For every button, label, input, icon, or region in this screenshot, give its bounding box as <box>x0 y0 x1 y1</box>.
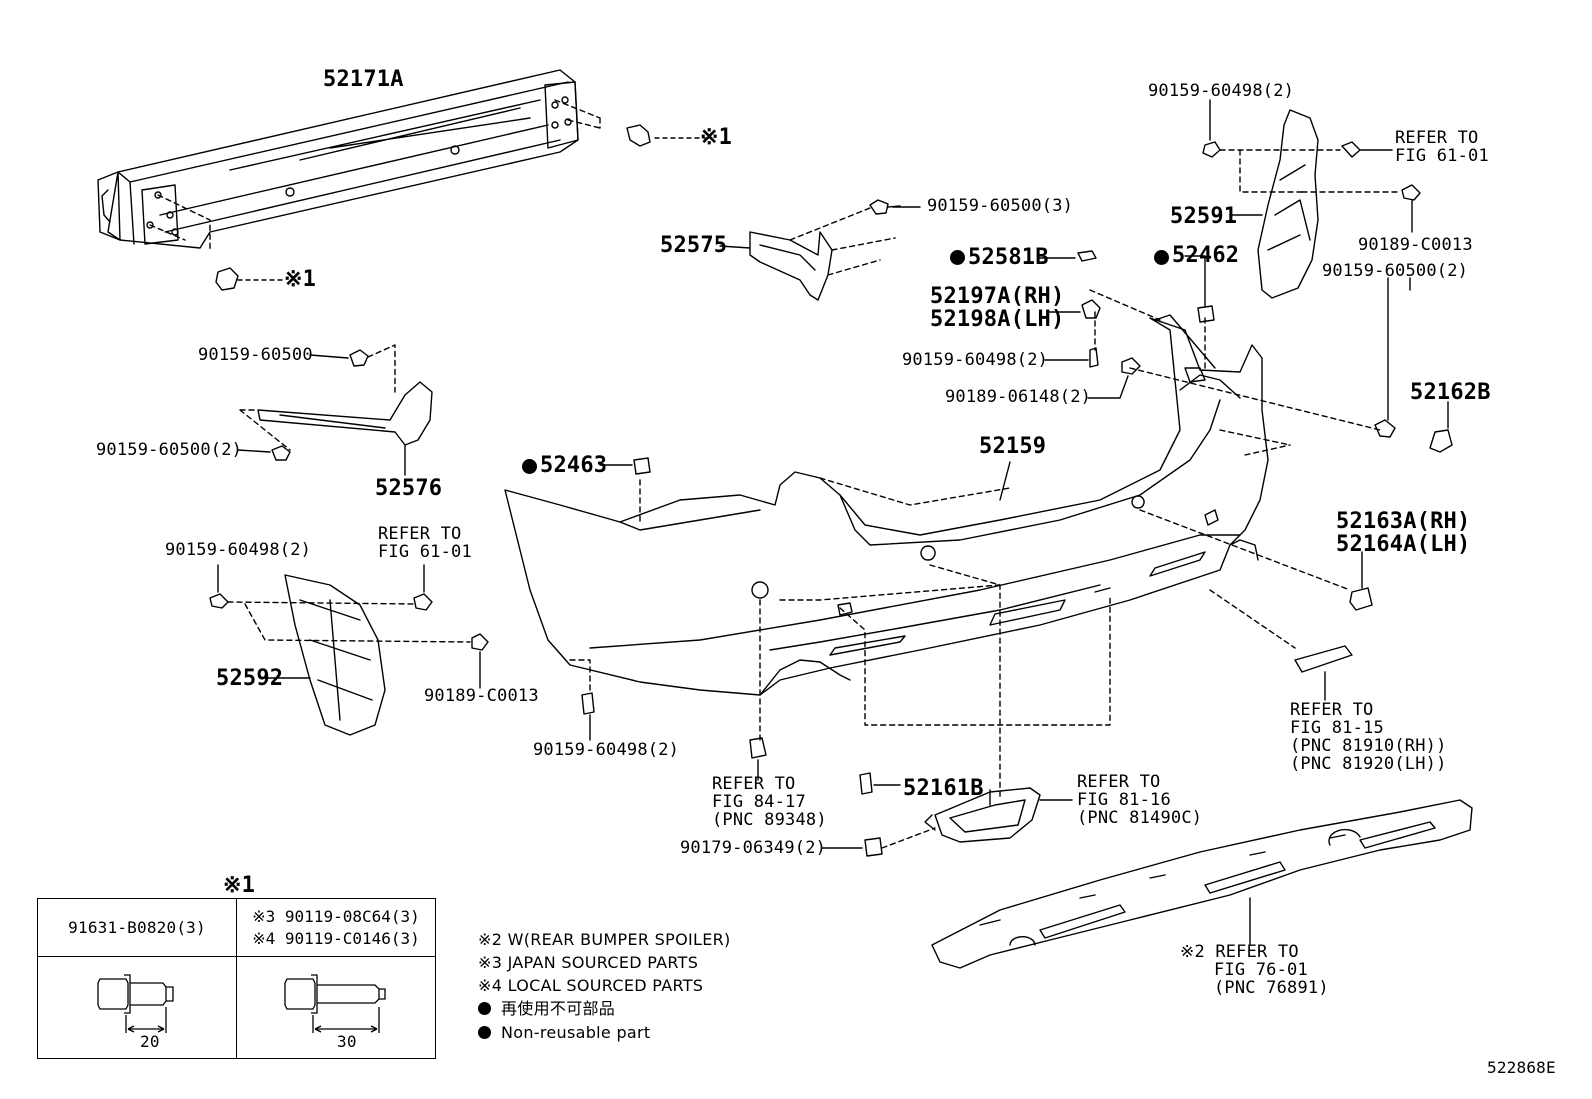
part-label-52592: 52592 <box>216 666 284 691</box>
part-label-90189-C0013-left: 90189-C0013 <box>424 686 539 706</box>
part-label-52463: 52463 <box>540 453 608 478</box>
note-non-reusable-jp-text: 再使用不可部品 <box>501 999 616 1018</box>
refer-fig-81-15-1: REFER TO <box>1290 700 1374 720</box>
part-label-90159-60500-3: 90159-60500(3) <box>927 196 1074 216</box>
part-label-52591: 52591 <box>1170 204 1238 229</box>
note-non-reusable-en-text: Non-reusable part <box>501 1023 651 1042</box>
part-label-90159-60500: 90159-60500 <box>198 345 313 365</box>
part-label-52163A: 52163A(RH) <box>1336 509 1471 534</box>
bolt-30-dimension: 30 <box>337 1032 357 1051</box>
bracket-52576 <box>237 344 433 476</box>
refer-fig-81-15-3: (PNC 81910(RH)) <box>1290 736 1447 756</box>
bracket-52575 <box>719 199 901 301</box>
refer-fig-84-17-2: FIG 84-17 <box>712 792 806 812</box>
refer-fig-81-16-2: FIG 81-16 <box>1077 790 1171 810</box>
rear-bumper-cover-52159 <box>504 289 1381 801</box>
part-label-90159-60498-2-left: 90159-60498(2) <box>165 540 312 560</box>
table-cell-bolt-2: 30 <box>236 956 436 1059</box>
part-label-90159-60498-2-tr: 90159-60498(2) <box>1148 81 1295 101</box>
part-label-52198A: 52198A(LH) <box>930 307 1065 332</box>
leader-lines <box>892 206 1411 806</box>
refer-fig-61-01-right-2: FIG 61-01 <box>1395 146 1489 166</box>
refer-fig-84-17-1: REFER TO <box>712 774 796 794</box>
part-label-52462: 52462 <box>1172 243 1240 268</box>
side-bracket-52591 <box>1202 99 1421 299</box>
part-label-90179-06349: 90179-06349(2) <box>680 838 827 858</box>
part-label-90189-C0013-right: 90189-C0013 <box>1358 235 1473 255</box>
refer-fig-61-01-left-1: REFER TO <box>378 524 462 544</box>
clips <box>581 250 1453 857</box>
note-non-reusable-en: Non-reusable part <box>478 1021 650 1044</box>
star1-label-top: ※1 <box>700 125 733 150</box>
part-label-52159: 52159 <box>979 434 1047 459</box>
bolt-spec-table: 91631-B0820(3) ※3 90119-08C64(3) ※4 9011… <box>37 898 436 1059</box>
bolt-20-dimension: 20 <box>140 1032 160 1051</box>
part-label-52197A: 52197A(RH) <box>930 284 1065 309</box>
part-label-52164A: 52164A(LH) <box>1336 532 1471 557</box>
non-reusable-dot-52581B <box>950 250 965 265</box>
refer-fig-76-01-3: (PNC 76891) <box>1214 978 1329 998</box>
license-lamp-housing <box>881 787 1073 849</box>
part-label-52576: 52576 <box>375 476 443 501</box>
non-reusable-dot-52463 <box>522 459 537 474</box>
part-label-52171A: 52171A <box>323 67 404 92</box>
non-reusable-dot-legend-2 <box>478 1026 491 1039</box>
table-cell-bolt-1: 20 <box>37 956 237 1059</box>
part-label-52581B: 52581B <box>968 245 1049 270</box>
bolt-20-icon <box>97 974 174 1033</box>
refer-fig-81-16-3: (PNC 81490C) <box>1077 808 1203 828</box>
note-local-sourced: ※4 LOCAL SOURCED PARTS <box>478 976 704 995</box>
part-label-52162B: 52162B <box>1410 380 1491 405</box>
note-japan-sourced: ※3 JAPAN SOURCED PARTS <box>478 953 699 972</box>
part-label-90159-60498-2-mid: 90159-60498(2) <box>902 350 1049 370</box>
part-label-90159-60500-2-left: 90159-60500(2) <box>96 440 243 460</box>
table-part-2-line-2: ※4 90119-C0146(3) <box>252 928 420 948</box>
bolt-30-icon <box>284 974 386 1033</box>
non-reusable-dot-legend-1 <box>478 1002 491 1015</box>
refer-fig-61-01-right-1: REFER TO <box>1395 128 1479 148</box>
refer-fig-76-01-1: ※2 REFER TO <box>1180 942 1299 962</box>
refer-fig-81-15-4: (PNC 81920(LH)) <box>1290 754 1447 774</box>
table-cell-part-2: ※3 90119-08C64(3) ※4 90119-C0146(3) <box>236 898 436 957</box>
part-label-52575: 52575 <box>660 233 728 258</box>
table-cell-part-1: 91631-B0820(3) <box>37 898 237 957</box>
reinforcement-beam-52171A <box>97 69 706 291</box>
refer-fig-81-16-1: REFER TO <box>1077 772 1161 792</box>
rear-bumper-spoiler <box>931 799 1473 969</box>
refer-fig-84-17-3: (PNC 89348) <box>712 810 827 830</box>
part-label-90159-60498-2-bottom: 90159-60498(2) <box>533 740 680 760</box>
diagram-id: 522868E <box>1487 1058 1556 1077</box>
star1-label-bottom: ※1 <box>284 267 317 292</box>
part-label-52161B: 52161B <box>903 776 984 801</box>
refer-fig-76-01-2: FIG 76-01 <box>1214 960 1308 980</box>
note-rear-bumper-spoiler: ※2 W(REAR BUMPER SPOILER) <box>478 930 731 949</box>
part-label-90159-60500-2-right: 90159-60500(2) <box>1322 261 1469 281</box>
refer-fig-81-15-2: FIG 81-15 <box>1290 718 1384 738</box>
refer-fig-61-01-left-2: FIG 61-01 <box>378 542 472 562</box>
side-bracket-52592 <box>209 564 489 736</box>
non-reusable-dot-52462 <box>1154 250 1169 265</box>
note-non-reusable-jp: 再使用不可部品 <box>478 997 615 1020</box>
table-part-1-label: 91631-B0820(3) <box>68 917 206 937</box>
table-title: ※1 <box>223 873 256 898</box>
part-label-90189-06148: 90189-06148(2) <box>945 387 1092 407</box>
table-part-2-line-1: ※3 90119-08C64(3) <box>252 906 420 926</box>
